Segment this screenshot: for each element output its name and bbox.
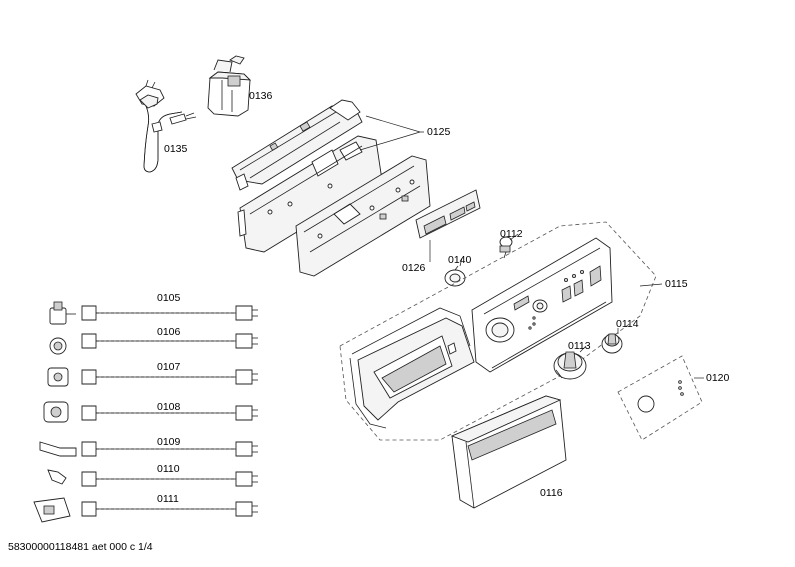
label-0135: 0135	[164, 143, 188, 155]
harness-0107	[47, 367, 258, 387]
leader-0112	[509, 233, 519, 241]
label-0116: 0116	[540, 487, 563, 499]
suppressor-part	[207, 55, 252, 117]
label-0120: 0120	[706, 372, 730, 384]
control-module-part	[231, 99, 431, 277]
leader-0115	[639, 283, 663, 287]
label-0111: 0111	[157, 493, 179, 505]
fascia-panel-part	[471, 237, 613, 373]
label-0126: 0126	[402, 262, 426, 274]
label-0113: 0113	[568, 340, 591, 352]
cover-0120-part	[617, 355, 703, 441]
harness-0105	[49, 301, 258, 325]
leader-0125-b	[359, 131, 421, 151]
label-0125: 0125	[427, 126, 451, 138]
drawer-frame-part	[349, 307, 475, 429]
label-0140: 0140	[448, 254, 472, 266]
label-0115: 0115	[665, 278, 688, 290]
fascia-dashed-outline	[339, 221, 657, 441]
label-0109: 0109	[157, 436, 181, 448]
label-0108: 0108	[157, 401, 181, 413]
document-footer-code: 58300000118481 aet 000 c 1/4	[8, 541, 153, 553]
label-0107: 0107	[157, 361, 181, 373]
harness-0110	[47, 469, 258, 487]
label-0105: 0105	[157, 292, 181, 304]
knob-0114-part	[601, 333, 623, 354]
label-0106: 0106	[157, 326, 181, 338]
knob-0113-part	[553, 351, 587, 380]
leader-0125	[365, 115, 424, 133]
drawer-handle-part	[450, 395, 567, 509]
display-cover-part	[415, 189, 481, 239]
knob-0140-part	[444, 265, 466, 287]
button-0112-part	[499, 236, 513, 259]
label-0136: 0136	[249, 90, 273, 102]
harness-0106	[49, 333, 258, 355]
harness-0108	[43, 401, 258, 423]
label-0112: 0112	[500, 228, 523, 240]
harness-0109	[39, 441, 258, 457]
label-0114: 0114	[616, 318, 639, 330]
leader-0113	[579, 345, 587, 353]
leader-0140	[459, 257, 463, 267]
harness-0111	[33, 497, 258, 523]
label-0110: 0110	[157, 463, 180, 475]
power-cord-part	[135, 79, 197, 173]
